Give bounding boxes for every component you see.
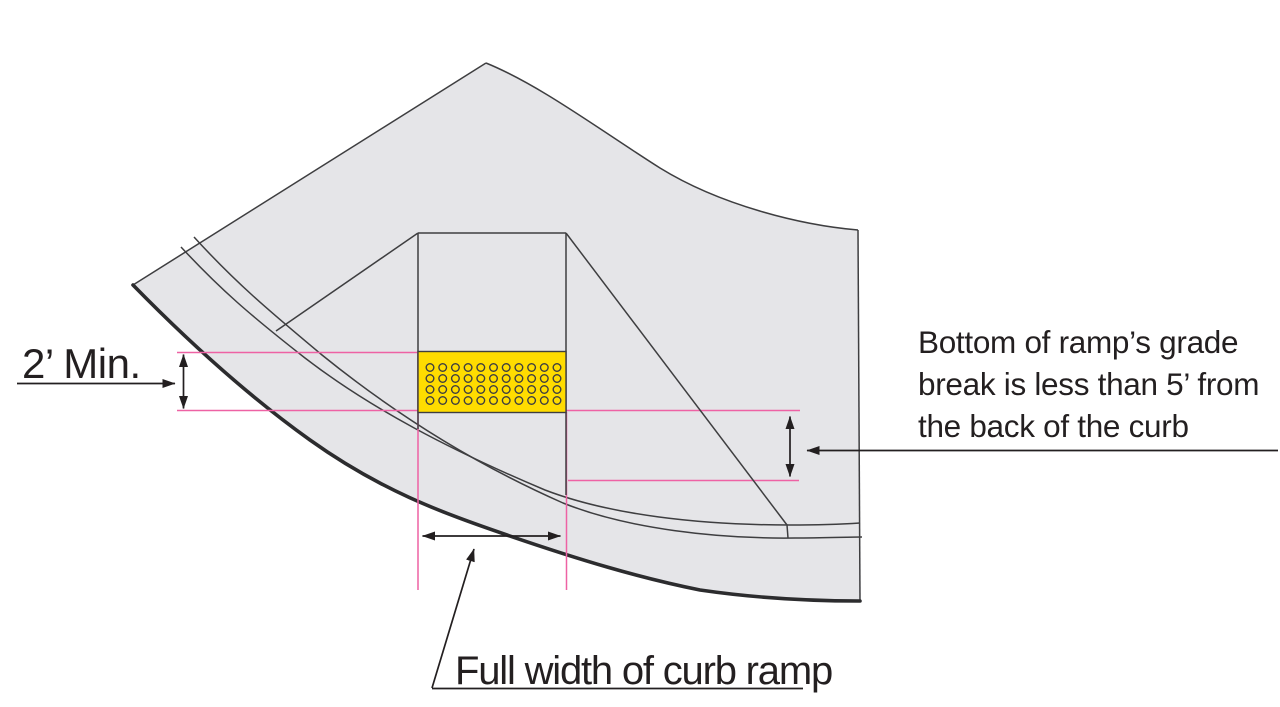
dome [552, 385, 562, 395]
dome [438, 396, 448, 406]
dome [539, 396, 549, 406]
dome [489, 374, 499, 384]
dome [450, 374, 460, 384]
dome [552, 396, 562, 406]
sidewalk-right-edge [857, 229, 861, 602]
dome [539, 385, 549, 395]
dome [463, 396, 473, 406]
dome [463, 363, 473, 373]
dome [514, 363, 524, 373]
dome [463, 385, 473, 395]
dome [552, 363, 562, 373]
dome-grid [425, 363, 562, 406]
dome [501, 385, 511, 395]
dome [425, 374, 435, 384]
dome [476, 374, 486, 384]
dome [463, 374, 473, 384]
sidewalk-top-right-edge [485, 62, 859, 231]
dome [501, 396, 511, 406]
curb-band [180, 236, 863, 539]
dome [438, 385, 448, 395]
dome [527, 385, 537, 395]
dome [501, 363, 511, 373]
dome [489, 385, 499, 395]
sidewalk-left-edge [132, 62, 487, 286]
dome [489, 363, 499, 373]
sidewalk-shape [131, 62, 862, 603]
dimension-arrows [17, 354, 1278, 690]
bottom-dimension-label: Full width of curb ramp [455, 649, 832, 693]
dome [501, 374, 511, 384]
back-of-curb-upper-line [180, 246, 861, 526]
dome [425, 363, 435, 373]
dome [514, 385, 524, 395]
dome [425, 385, 435, 395]
dome [527, 396, 537, 406]
sidewalk-fill [133, 63, 860, 601]
dome [489, 396, 499, 406]
ramp-right-flare-tick [786, 524, 789, 539]
labels: 2’ Min. Bottom of ramp’s grade break is … [22, 324, 1259, 693]
dome [476, 396, 486, 406]
detectable-warning-surface [417, 350, 567, 414]
dome [450, 396, 460, 406]
dome [476, 363, 486, 373]
back-of-curb-lower-line [193, 236, 863, 539]
right-note-line-2: break is less than 5’ from [918, 366, 1259, 402]
dome [539, 363, 549, 373]
dome [552, 374, 562, 384]
dome [514, 374, 524, 384]
dome [476, 385, 486, 395]
dome [527, 363, 537, 373]
right-note-line-3: the back of the curb [918, 408, 1189, 444]
dome [438, 363, 448, 373]
dome [438, 374, 448, 384]
bottom-label-leader-diagonal [431, 548, 475, 689]
dome [527, 374, 537, 384]
ramp-left-flare [275, 232, 419, 332]
dome [450, 363, 460, 373]
dome [539, 374, 549, 384]
dome [514, 396, 524, 406]
right-note-line-1: Bottom of ramp’s grade [918, 324, 1238, 360]
ramp-right-flare [565, 232, 788, 526]
left-dimension-label: 2’ Min. [22, 340, 141, 387]
dome [425, 396, 435, 406]
dome [450, 385, 460, 395]
